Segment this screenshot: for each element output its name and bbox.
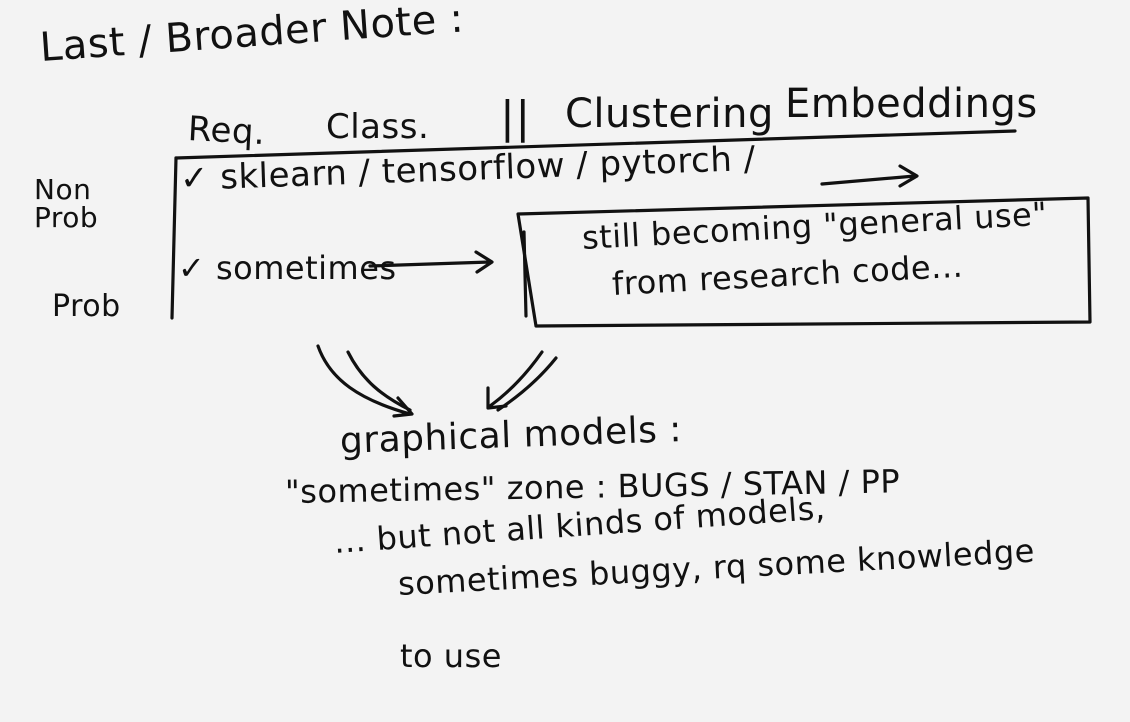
column-header-embeddings: Embeddings (785, 81, 1038, 127)
research-box-double-edge (522, 230, 528, 318)
arrow-right-icon (368, 250, 494, 274)
row-label-prob: Prob (52, 289, 121, 324)
arrow-right-icon (820, 164, 919, 188)
row-label-nonprob: Non Prob (34, 173, 99, 234)
arrow-down-icon (496, 356, 558, 412)
row-divider-line (170, 156, 178, 320)
arrow-down-icon (346, 350, 412, 412)
cell-prob-tools: ✓ sometimes (178, 249, 397, 287)
arrow-down-icon (316, 344, 414, 418)
research-box-border (516, 196, 1092, 328)
header-underline (174, 129, 1017, 160)
arrow-down-icon (486, 350, 544, 410)
column-separator: || (500, 92, 531, 143)
column-header-clustering: Clustering (565, 91, 774, 137)
graphical-models-line4: to use (400, 637, 502, 675)
column-header-class: Class. (326, 107, 430, 147)
column-header-req: Req. (186, 109, 267, 154)
